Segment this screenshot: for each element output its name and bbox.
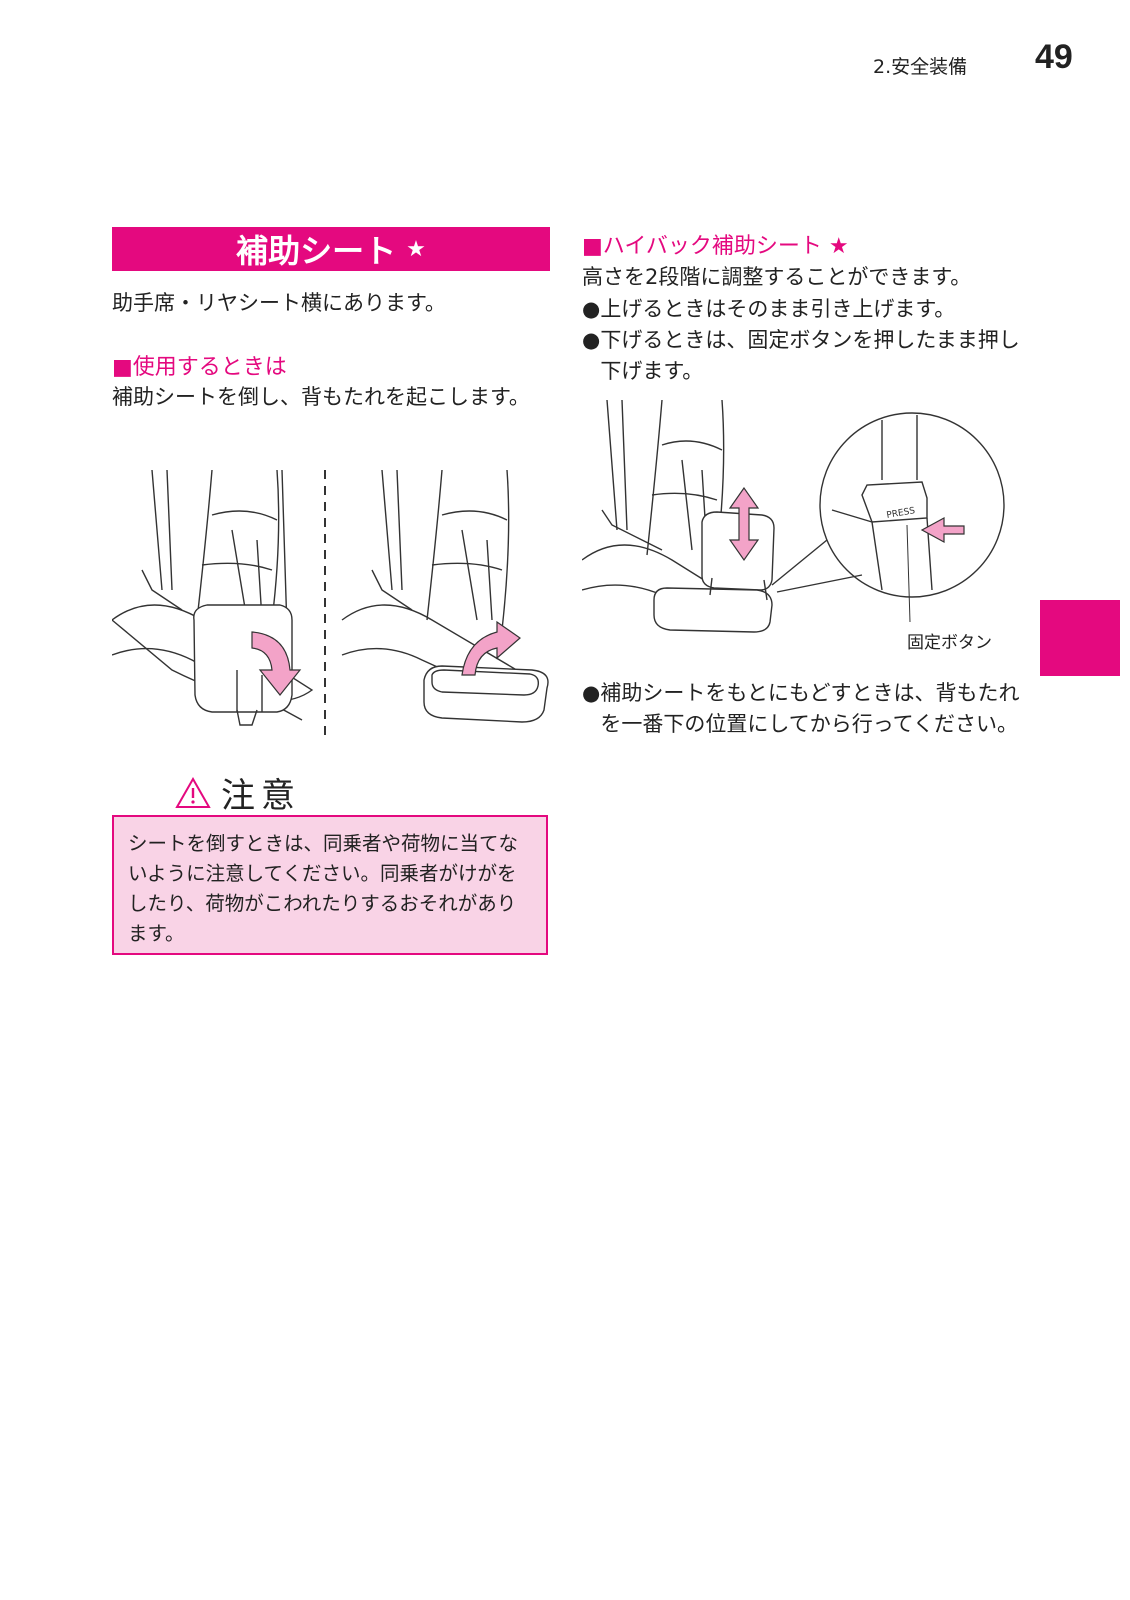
caution-title: 注意 bbox=[221, 776, 301, 816]
press-button-label: PRESS bbox=[886, 506, 916, 521]
press-arrow bbox=[920, 516, 965, 544]
bullet-text: 上げるときはそのまま引き上げます。 bbox=[600, 297, 956, 321]
page-title-bar: 補助シート ★ bbox=[112, 227, 550, 271]
caution-box: シートを倒すときは、同乗者や荷物に当てないように注意してください。同乗者がけがを… bbox=[112, 815, 548, 955]
bullet-text: 下げるときは、固定ボタンを押したまま押し下げます。 bbox=[600, 328, 1020, 383]
chapter-tab bbox=[1040, 600, 1120, 676]
fold-down-arrow bbox=[251, 631, 302, 696]
section-title: 2.安全装備 bbox=[873, 56, 968, 78]
warning-triangle-icon bbox=[175, 776, 211, 808]
caution-heading: 注意 bbox=[175, 768, 301, 817]
intro-text: 助手席・リヤシート横にあります。 bbox=[112, 291, 446, 315]
page-title: 補助シート bbox=[236, 232, 397, 270]
bullet-dot: ● bbox=[582, 681, 601, 705]
bullet-dot: ● bbox=[582, 328, 601, 352]
bullet-lower: ● 下げるときは、固定ボタンを押したまま押し下げます。 bbox=[582, 325, 1022, 387]
seat-fold-illustration bbox=[112, 470, 549, 738]
caution-text: シートを倒すときは、同乗者や荷物に当てないように注意してください。同乗者がけがを… bbox=[128, 832, 519, 945]
highback-text: 高さを2段階に調整することができます。 bbox=[582, 265, 972, 289]
bullet-restore: ● 補助シートをもとにもどすときは、背もたれを一番下の位置にしてから行ってくださ… bbox=[582, 678, 1022, 740]
page-number: 49 bbox=[1035, 38, 1073, 76]
bullet-raise: ● 上げるときはそのまま引き上げます。 bbox=[582, 294, 1022, 325]
highback-seat-illustration: PRESS bbox=[582, 400, 1005, 633]
up-down-arrow bbox=[728, 486, 760, 562]
bullet-text: 補助シートをもとにもどすときは、背もたれを一番下の位置にしてから行ってください。 bbox=[600, 681, 1020, 736]
raise-up-arrow bbox=[461, 620, 521, 676]
highback-heading: ■ハイバック補助シート ★ bbox=[582, 234, 849, 259]
lock-button-label: 固定ボタン bbox=[907, 633, 992, 653]
usage-heading: ■使用するときは bbox=[112, 355, 287, 380]
bullet-dot: ● bbox=[582, 297, 601, 321]
option-star-icon: ★ bbox=[406, 236, 426, 262]
usage-text: 補助シートを倒し、背もたれを起こします。 bbox=[112, 385, 530, 409]
